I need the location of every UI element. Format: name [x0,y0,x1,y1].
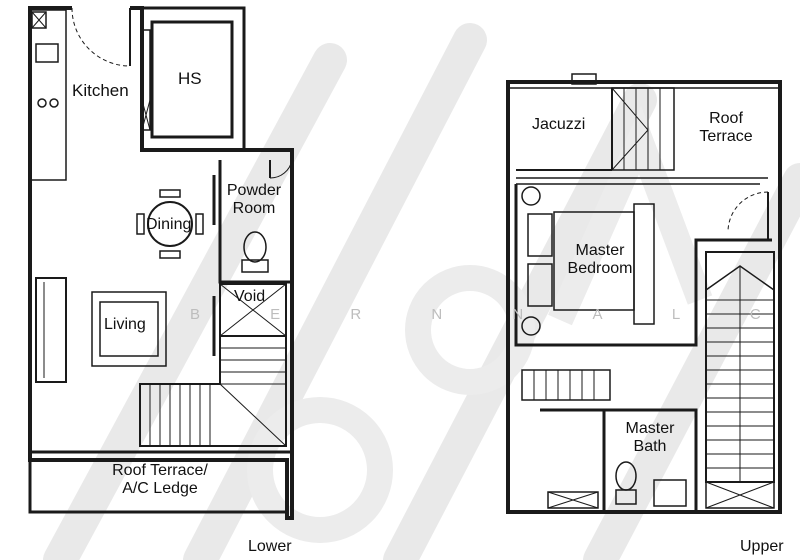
kitchen-counter [29,9,67,181]
fridge-box [31,11,47,29]
watermark-stroke-2 [183,23,487,560]
stove-burner-2 [49,98,59,108]
wardrobe [521,369,611,401]
caption-lower: Lower [248,538,292,555]
bath-shower-cross [547,491,599,509]
lamp-top [521,186,541,206]
label-roof-terrace-ledge: Roof Terrace/ A/C Ledge [112,462,208,497]
watermark-letters [247,105,713,543]
lower-stair-treads [149,347,287,447]
hs-shelf [141,29,151,131]
label-dining: Dining [146,216,192,233]
living-rug [91,291,167,367]
label-master-bath: Master Bath [625,420,675,455]
hs-room-box [150,20,234,139]
powder-room-wall [218,160,292,284]
dining-chair-w [136,213,145,235]
roof-terrace-ledge-wall [28,450,292,514]
label-living: Living [104,316,146,333]
hs-wall [142,6,246,150]
bed-side [527,263,553,307]
watermark-letter-o [247,397,393,543]
upper-floor-plan [506,73,782,514]
living-table [99,301,159,357]
bedroom-desk [633,203,655,325]
wardrobe-slats [533,370,595,400]
label-kitchen: Kitchen [72,81,129,100]
watermark-site-text: B E R N N A L C O M [190,306,800,323]
upper-stair-base-cross [705,481,775,509]
label-master-bedroom: Master Bedroom [567,242,633,277]
lower-floor-plan [28,6,294,520]
bedroom-door-swing [727,191,769,233]
watermark-letter-o-2 [405,265,535,395]
sofa [35,277,67,383]
roof-stair [611,87,675,171]
toilet-bowl [243,231,267,263]
label-powder-room: Powder Room [226,182,282,217]
upper-stair-treads [706,266,774,482]
toilet-tank [241,259,269,273]
hs-door-swing [71,7,131,67]
label-hs: HS [178,69,202,88]
label-void: Void [234,288,266,305]
upper-vent [571,73,597,85]
fridge-cross [31,11,47,29]
caption-upper: Upper [740,538,784,555]
stove-burner-1 [37,98,47,108]
watermark-letter-l [548,105,713,326]
bed-headboard [527,213,553,257]
terrace-glass [516,177,768,185]
bath-wall [540,408,698,512]
bedroom-wall [514,184,772,347]
void-cross [219,283,287,337]
roof-stair-treads [611,87,661,171]
dining-table [147,201,193,247]
watermark-stroke-4 [583,163,800,560]
bath-basin [653,479,687,507]
lamp-bottom [521,316,541,336]
bath-toilet-bowl [615,461,637,491]
upper-stair-base [705,481,775,509]
bath-shower [547,491,599,509]
hs-shelf-cross [141,99,151,131]
label-jacuzzi: Jacuzzi [532,116,586,133]
powder-door-swing [269,159,293,179]
dining-chair-n [159,189,181,198]
watermark-stroke-1 [43,43,347,560]
upper-outer-wall [506,80,782,514]
kitchen-sink [35,43,59,63]
dining-chair-s [159,250,181,259]
dining-chair-e [195,213,204,235]
label-roof-terrace: Roof Terrace [699,110,753,145]
